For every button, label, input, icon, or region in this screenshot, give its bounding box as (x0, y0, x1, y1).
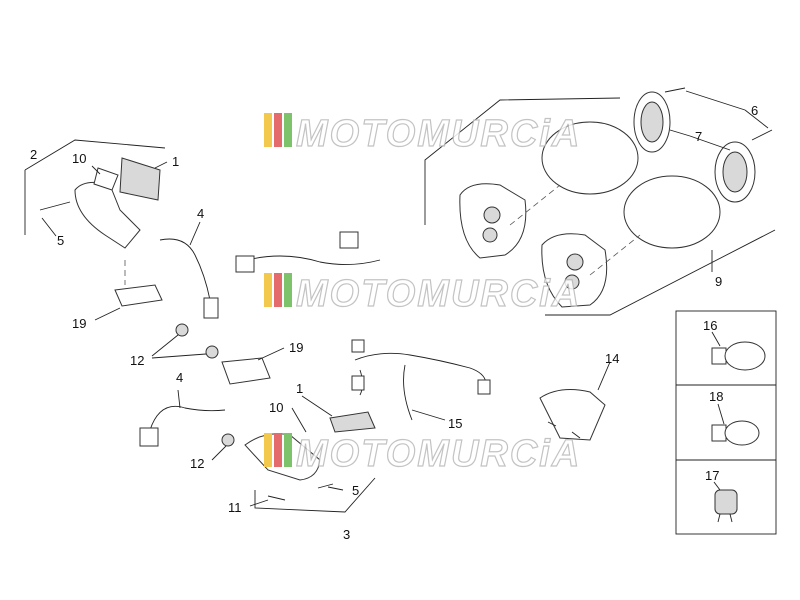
nut (221, 433, 235, 447)
indicator-lens (119, 157, 161, 201)
bulb-box (675, 310, 777, 535)
screw (39, 201, 71, 211)
stripe-green (284, 433, 292, 467)
bulb-glass (724, 420, 760, 446)
lens-cover-lower (623, 175, 721, 249)
bulb-lead (729, 513, 733, 523)
bulb-glass (724, 341, 766, 371)
stripe-red (274, 433, 282, 467)
watermark-text: MOTOMURCiA (296, 113, 581, 155)
bulb-socket (483, 206, 501, 224)
callout-7: 7 (695, 129, 702, 144)
harness-wire (403, 364, 413, 421)
callout-5-lower: 5 (352, 483, 359, 498)
plate-light-body (539, 389, 606, 441)
gasket (114, 284, 163, 307)
leader-lines (41, 90, 769, 507)
callout-1-lower: 1 (296, 381, 303, 396)
callout-17: 17 (705, 468, 719, 483)
watermark-1: MOTOMURCiA (264, 112, 581, 156)
lens-ring-inner (722, 151, 748, 193)
watermark-text: MOTOMURCiA (296, 433, 581, 475)
gasket (221, 357, 271, 385)
front-indicator-group (24, 139, 219, 337)
bulb-lead (717, 513, 721, 523)
assembly-line (589, 234, 641, 276)
bracket-line (545, 229, 776, 316)
harness-connector (235, 255, 255, 273)
callout-10-upper: 10 (72, 151, 86, 166)
indicator-wire (149, 405, 226, 431)
watermark-3: MOTOMURCiA (264, 432, 581, 476)
callout-19-lower: 19 (289, 340, 303, 355)
harness-wire (354, 352, 487, 391)
watermark-text: MOTOMURCiA (296, 273, 581, 315)
bulb-socket (564, 274, 580, 290)
callout-6: 6 (751, 103, 758, 118)
wire-connector (203, 297, 219, 319)
callout-4-lower: 4 (176, 370, 183, 385)
screw (267, 495, 286, 501)
wedge-bulb (714, 489, 738, 515)
rear-indicator-group (139, 345, 376, 513)
lens-cover-upper (541, 121, 639, 195)
harness-wire (239, 255, 381, 265)
indicator-body (244, 433, 321, 481)
assembly-line (509, 184, 561, 226)
stripe-yellow (264, 433, 272, 467)
callout-15: 15 (448, 416, 462, 431)
bulb-socket (482, 227, 498, 243)
plate-light (539, 389, 606, 441)
screw (571, 431, 581, 439)
screw (664, 87, 686, 93)
screw (317, 483, 334, 489)
stripe-green (284, 113, 292, 147)
nut (205, 345, 219, 359)
bulb-socket (566, 253, 584, 271)
wire-connector (139, 427, 159, 447)
callout-3: 3 (343, 527, 350, 542)
callout-10-lower: 10 (269, 400, 283, 415)
stripe-yellow (264, 273, 272, 307)
indicator-wire (159, 238, 211, 301)
stripe-yellow (264, 113, 272, 147)
callout-12-upper: 12 (130, 353, 144, 368)
bulb-box-frame (675, 310, 777, 535)
harness-connector (339, 231, 359, 249)
stripe-red (274, 273, 282, 307)
stripe-green (284, 273, 292, 307)
bulb-base (711, 424, 727, 442)
stripe-red (274, 113, 282, 147)
wiring-harness (235, 231, 491, 421)
nut (175, 323, 189, 337)
bracket-line (424, 97, 621, 170)
callout-14: 14 (605, 351, 619, 366)
bracket-line (254, 477, 376, 513)
harness-connector (351, 375, 365, 391)
callout-16: 16 (703, 318, 717, 333)
callout-1-upper: 1 (172, 154, 179, 169)
screw (751, 129, 773, 141)
bulb-base (711, 347, 727, 365)
bracket-line (24, 139, 166, 171)
callout-2: 2 (30, 147, 37, 162)
screw (547, 421, 557, 427)
callout-18: 18 (709, 389, 723, 404)
callout-9: 9 (715, 274, 722, 289)
callout-labels: 1 2 10 5 4 19 12 19 4 1 10 12 15 5 11 3 … (30, 103, 758, 542)
callout-11: 11 (228, 500, 242, 515)
callout-4-upper: 4 (197, 206, 204, 221)
callout-19-upper: 19 (72, 316, 86, 331)
harness-connector (351, 339, 365, 353)
watermark-2: MOTOMURCiA (264, 272, 581, 316)
lens-ring-inner (640, 101, 664, 143)
tail-light-group (424, 87, 776, 316)
callout-5-upper: 5 (57, 233, 64, 248)
harness-connector (477, 379, 491, 395)
indicator-body (74, 181, 141, 249)
indicator-lens (329, 411, 376, 433)
callout-12-lower: 12 (190, 456, 204, 471)
